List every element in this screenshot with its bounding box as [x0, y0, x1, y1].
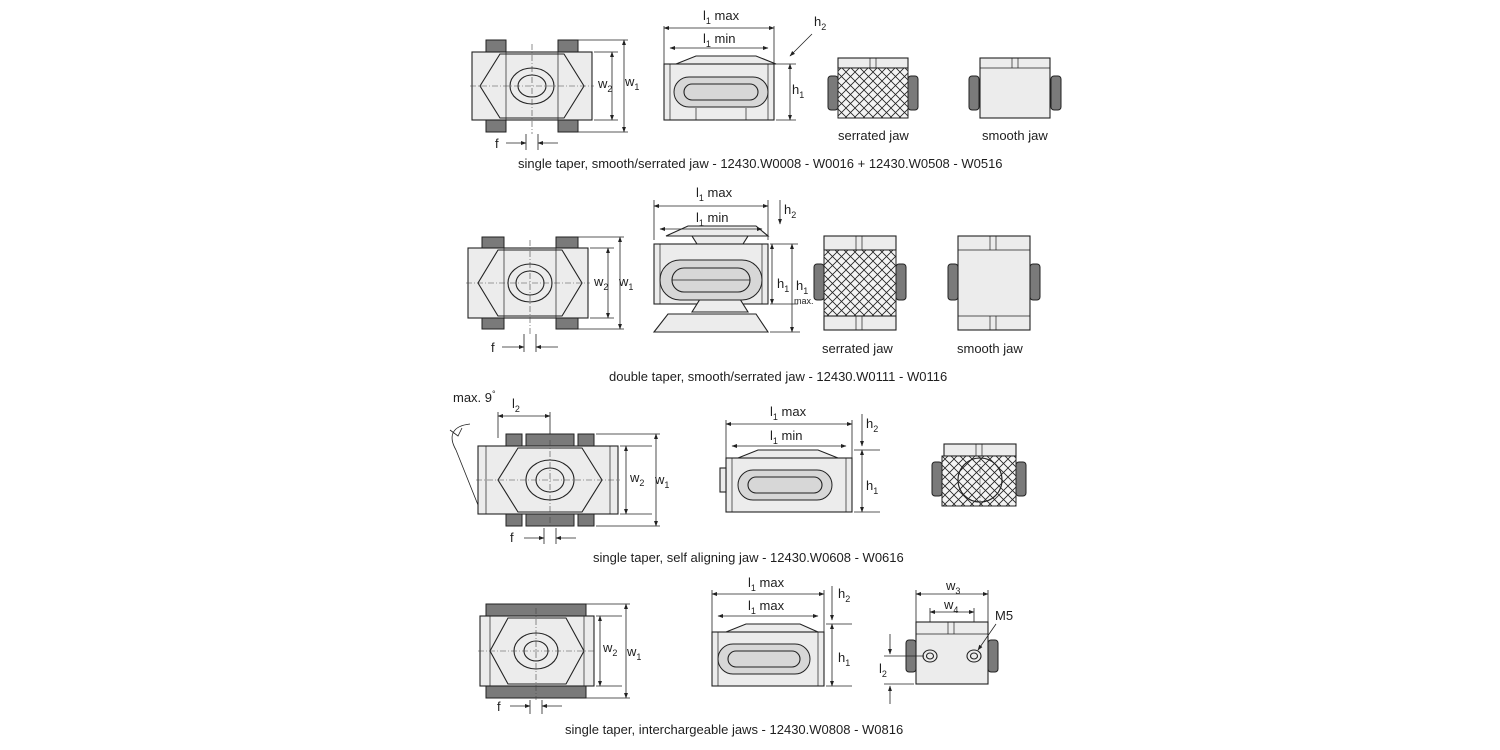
row2-serrated-jaw-label: serrated jaw	[822, 341, 893, 356]
row-1-side-view	[663, 26, 813, 121]
row-1-serrated-jaw	[827, 57, 919, 119]
row-1-top-view	[470, 39, 628, 150]
caption-3: single taper, self aligning jaw - 12430.…	[593, 550, 904, 565]
row3-h1-label: h1	[866, 478, 878, 496]
row-2-side-view	[652, 200, 800, 333]
row4-h2-label: h2	[838, 586, 850, 604]
row2-h2-label: h2	[784, 202, 796, 220]
row-1-smooth-jaw	[968, 57, 1062, 119]
row3-l1max-label: l1 max	[770, 404, 807, 422]
row-4-top-view	[478, 603, 630, 714]
row2-w1-label: w1	[618, 274, 633, 292]
row1-h2-label: h2	[814, 14, 826, 32]
row-3-side-view	[719, 414, 880, 513]
row1-smooth-jaw-label: smooth jaw	[982, 128, 1048, 143]
row4-l2-label: l2	[879, 661, 887, 679]
row-3-self-aligning-jaw	[931, 443, 1027, 507]
row1-serrated-jaw-label: serrated jaw	[838, 128, 909, 143]
row4-l1max-label-b: l1 max	[748, 598, 785, 616]
row4-w3-label: w3	[945, 578, 960, 596]
row1-w1-label: w1	[624, 74, 639, 92]
row4-w2-label: w2	[602, 640, 617, 658]
row2-l1max-label: l1 max	[696, 185, 733, 203]
row2-h1-label: h1	[777, 276, 789, 294]
row4-w1-label: w1	[626, 644, 641, 662]
row-4-interchangeable-jaw	[884, 590, 999, 704]
row2-smooth-jaw-label: smooth jaw	[957, 341, 1023, 356]
row-2-top-view	[466, 236, 624, 352]
caption-1: single taper, smooth/serrated jaw - 1243…	[518, 156, 1003, 171]
row3-l2-label: l2	[512, 396, 520, 414]
row2-l1min-label: l1 min	[696, 210, 728, 228]
row1-h1-label: h1	[792, 82, 804, 100]
row4-h1-label: h1	[838, 650, 850, 668]
row4-l1max-label-a: l1 max	[748, 575, 785, 593]
row-3-top-view	[449, 412, 660, 544]
row2-h1max-label: h1	[796, 278, 808, 296]
row3-l1min-label: l1 min	[770, 428, 802, 446]
row1-l1max-label: l1 max	[703, 8, 740, 26]
row3-w1-label: w1	[654, 472, 669, 490]
caption-4: single taper, interchargeable jaws - 124…	[565, 722, 903, 737]
row3-angle-label: max. 9°	[453, 389, 496, 405]
row4-f-label: f	[497, 699, 501, 714]
row3-h2-label: h2	[866, 416, 878, 434]
row1-w2-label: w2	[597, 76, 612, 94]
row4-w4-label: w4	[943, 597, 958, 615]
row2-w2-label: w2	[593, 274, 608, 292]
row-4-side-view	[711, 586, 852, 687]
row3-w2-label: w2	[629, 470, 644, 488]
row2-h1max-suffix: max.	[794, 296, 814, 306]
row1-f-label: f	[495, 136, 499, 151]
row-2-serrated-jaw	[813, 235, 907, 331]
row3-f-label: f	[510, 530, 514, 545]
caption-2: double taper, smooth/serrated jaw - 1243…	[609, 369, 947, 384]
row2-f-label: f	[491, 340, 495, 355]
row4-m5-label: M5	[995, 608, 1013, 623]
row-2-smooth-jaw	[947, 235, 1041, 331]
row1-l1min-label: l1 min	[703, 31, 735, 49]
